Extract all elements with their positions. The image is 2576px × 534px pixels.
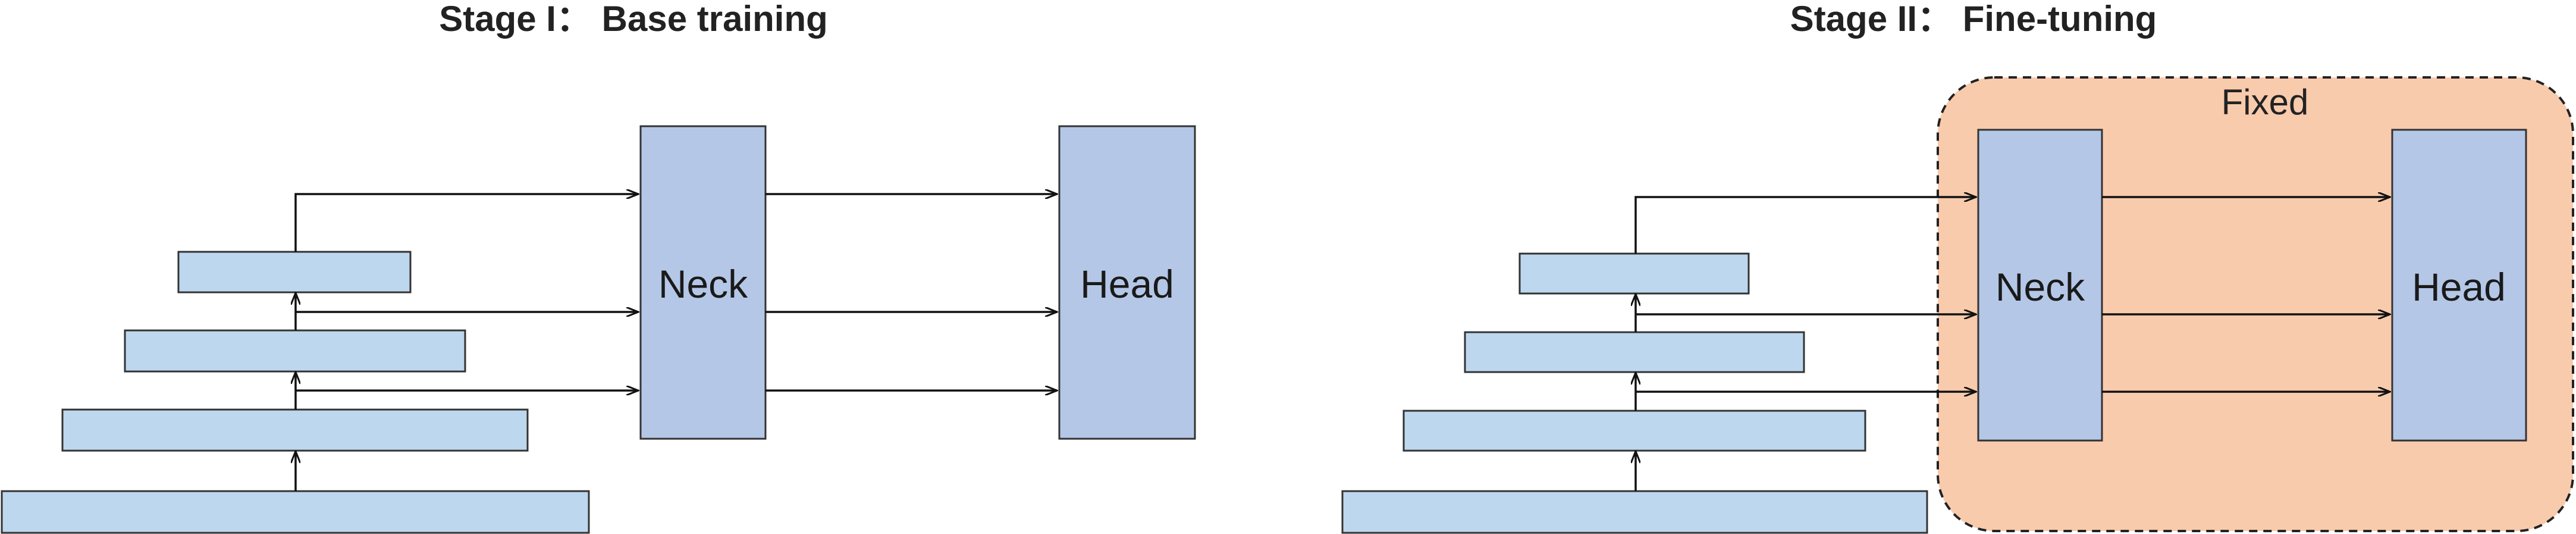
neck-block — [639, 125, 767, 440]
head-label: Head — [2412, 265, 2506, 309]
backbone-layer-3 — [1464, 331, 1805, 373]
stage-1-panel: Stage I： Base training Neck Head — [1, 0, 1196, 534]
neck-label: Neck — [658, 262, 748, 306]
connector-top — [294, 194, 638, 252]
backbone-layer-4 — [177, 251, 412, 293]
backbone-layer-1 — [1, 490, 590, 534]
connector-top — [1634, 197, 1976, 254]
backbone-layer-2 — [61, 408, 529, 452]
neck-label: Neck — [1995, 265, 2085, 309]
stage-2-title: Stage II： Fine-tuning — [1790, 0, 2157, 39]
stage-1-title: Stage I： Base training — [439, 0, 828, 39]
fixed-label: Fixed — [2222, 82, 2309, 122]
backbone-layer-2 — [1402, 410, 1866, 452]
stage-2-panel: Stage II： Fine-tuning Fixed Neck Head — [1341, 0, 2574, 534]
head-block — [2391, 129, 2527, 442]
backbone-layer-3 — [124, 329, 466, 373]
backbone-layer-1 — [1341, 490, 1928, 534]
backbone-layer-4 — [1518, 252, 1750, 295]
head-label: Head — [1080, 262, 1174, 306]
head-block — [1058, 125, 1196, 440]
neck-block — [1977, 129, 2103, 442]
